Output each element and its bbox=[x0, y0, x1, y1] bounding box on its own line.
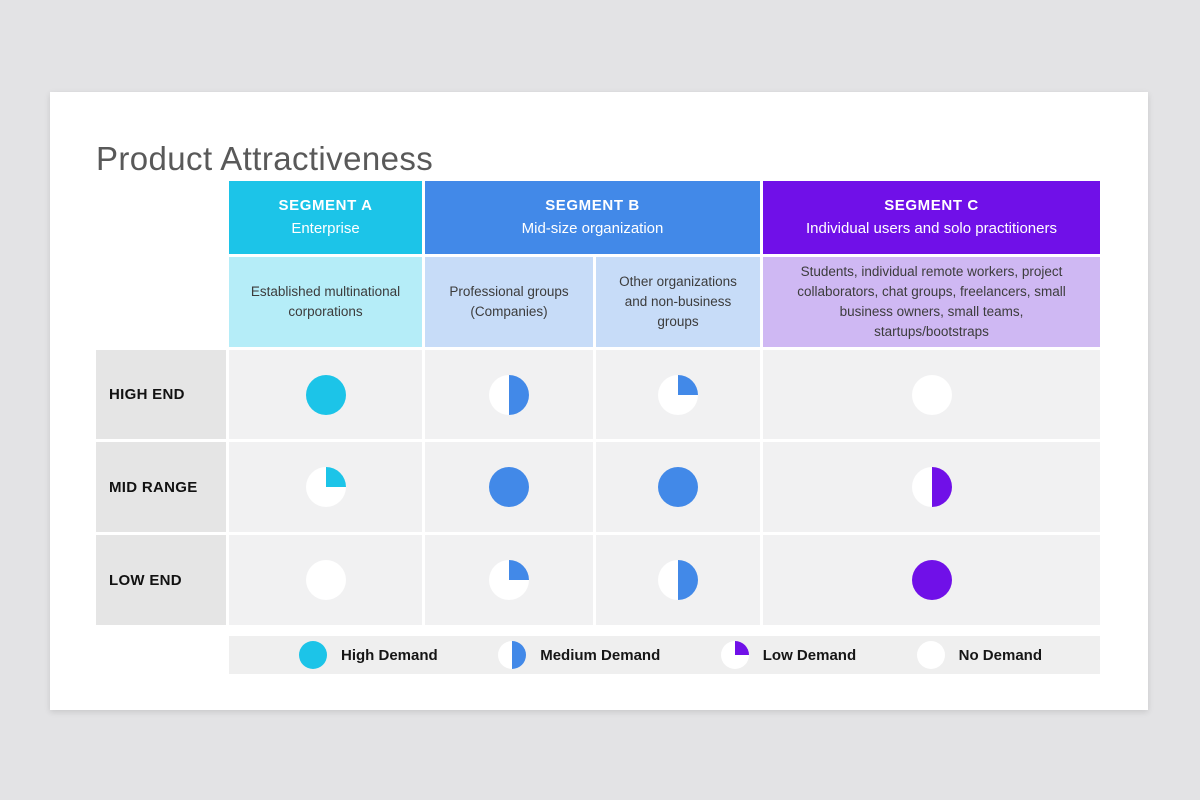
segment-b-subtitle: Mid-size organization bbox=[521, 219, 664, 237]
legend: High Demand Medium Demand Low Demand No … bbox=[229, 636, 1100, 674]
legend-label: Low Demand bbox=[762, 646, 857, 664]
group-label-enterprise: Established multinational corporations bbox=[229, 257, 422, 347]
legend-item-medium-demand: Medium Demand bbox=[498, 641, 660, 669]
slide-card: Product Attractiveness SEGMENT A Enterpr… bbox=[50, 92, 1148, 710]
segment-b-title: SEGMENT B bbox=[545, 197, 640, 214]
cell-mid-range-professional-groups bbox=[425, 442, 593, 532]
segment-b-header: SEGMENT B Mid-size organization bbox=[425, 181, 760, 254]
cell-high-end-segment-a bbox=[229, 350, 422, 439]
legend-label: No Demand bbox=[958, 646, 1042, 664]
harvey-ball bbox=[911, 374, 952, 415]
spacer bbox=[96, 628, 1100, 633]
harvey-ball bbox=[305, 467, 346, 507]
high-demand-icon bbox=[299, 641, 327, 669]
harvey-ball bbox=[305, 374, 346, 415]
harvey-ball bbox=[489, 374, 529, 415]
segment-c-title: SEGMENT C bbox=[884, 197, 979, 214]
segment-c-header: SEGMENT C Individual users and solo prac… bbox=[763, 181, 1100, 254]
legend-label: Medium Demand bbox=[540, 646, 661, 664]
cell-mid-range-segment-c bbox=[763, 442, 1100, 532]
group-label-professional-groups: Professional groups (Companies) bbox=[425, 257, 593, 347]
harvey-ball bbox=[911, 467, 952, 507]
segment-a-subtitle: Enterprise bbox=[291, 219, 360, 237]
segment-c-subtitle: Individual users and solo practitioners bbox=[806, 219, 1057, 237]
row-label-mid-range: MID RANGE bbox=[96, 442, 226, 532]
harvey-ball bbox=[489, 560, 529, 600]
group-label-individual-users: Students, individual remote workers, pro… bbox=[763, 257, 1100, 347]
harvey-ball bbox=[911, 560, 952, 600]
cell-mid-range-segment-a bbox=[229, 442, 422, 532]
low-demand-icon bbox=[720, 641, 749, 669]
attractiveness-matrix: SEGMENT A Enterprise SEGMENT B Mid-size … bbox=[96, 181, 1100, 674]
segment-a-header: SEGMENT A Enterprise bbox=[229, 181, 422, 254]
group-label-other-organizations: Other organizations and non-business gro… bbox=[596, 257, 760, 347]
harvey-ball bbox=[658, 560, 698, 600]
cell-low-end-segment-c bbox=[763, 535, 1100, 625]
legend-item-no-demand: No Demand bbox=[916, 641, 1042, 669]
legend-item-high-demand: High Demand bbox=[299, 641, 438, 669]
segment-a-title: SEGMENT A bbox=[278, 197, 373, 214]
harvey-ball bbox=[305, 560, 346, 600]
legend-label: High Demand bbox=[341, 646, 438, 664]
harvey-ball bbox=[489, 467, 529, 507]
cell-low-end-segment-a bbox=[229, 535, 422, 625]
cell-high-end-other-organizations bbox=[596, 350, 760, 439]
no-demand-icon bbox=[916, 641, 945, 669]
medium-demand-icon bbox=[498, 641, 527, 669]
cell-low-end-professional-groups bbox=[425, 535, 593, 625]
row-label-low-end: LOW END bbox=[96, 535, 226, 625]
row-label-high-end: HIGH END bbox=[96, 350, 226, 439]
cell-low-end-other-organizations bbox=[596, 535, 760, 625]
cell-high-end-segment-c bbox=[763, 350, 1100, 439]
harvey-ball bbox=[658, 374, 698, 415]
legend-item-low-demand: Low Demand bbox=[720, 641, 857, 669]
page-title: Product Attractiveness bbox=[96, 140, 434, 178]
cell-high-end-professional-groups bbox=[425, 350, 593, 439]
cell-mid-range-other-organizations bbox=[596, 442, 760, 532]
harvey-ball bbox=[658, 467, 698, 507]
